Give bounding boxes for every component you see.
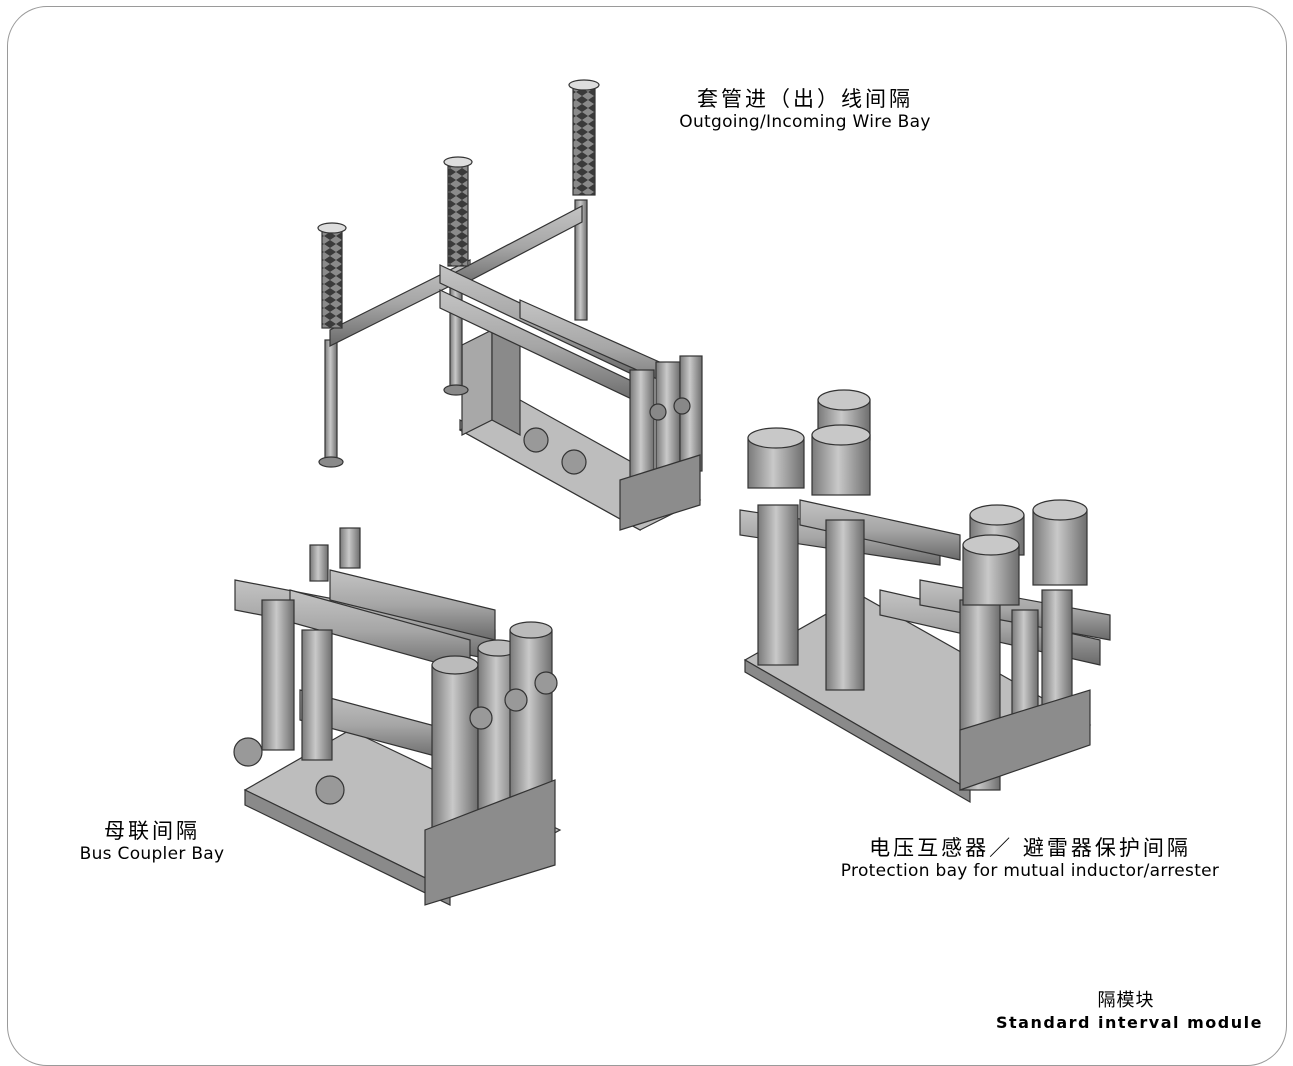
standard-module-label: 隔模块 Standard interval module (996, 990, 1263, 1033)
protection-bay-label: 电压互感器／ 避雷器保护间隔 Protection bay for mutual… (840, 835, 1220, 883)
bus-coupler-bay-title-en: Bus Coupler Bay (79, 844, 225, 865)
outgoing-bay-title-en: Outgoing/Incoming Wire Bay (679, 112, 931, 133)
protection-bay-title-en: Protection bay for mutual inductor/arres… (840, 861, 1220, 882)
bus-coupler-bay-title-zh: 母联间隔 (104, 819, 200, 843)
outgoing-bay-drawing (317, 79, 703, 532)
bus-coupler-bay-drawing (233, 527, 562, 906)
protection-bay-title-zh: 电压互感器／ 避雷器保护间隔 (869, 836, 1191, 860)
standard-module-title-en: Standard interval module (996, 1012, 1263, 1032)
standard-module-title-zh: 隔模块 (1097, 990, 1155, 1011)
outgoing-bay-title-zh: 套管进（出）线间隔 (697, 87, 913, 111)
protection-bay-drawing (739, 389, 1111, 804)
bus-coupler-bay-label: 母联间隔 Bus Coupler Bay (62, 818, 242, 866)
outgoing-bay-label: 套管进（出）线间隔 Outgoing/Incoming Wire Bay (660, 86, 950, 134)
